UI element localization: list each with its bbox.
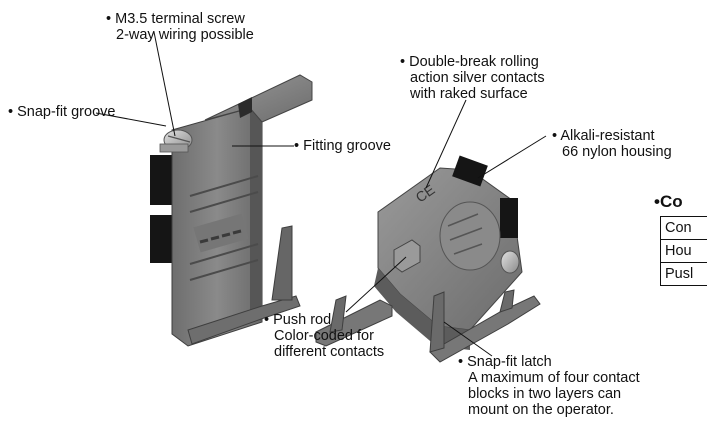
material-table: Con Hou Pusl xyxy=(660,216,707,286)
left-block-stamp xyxy=(193,213,249,253)
leader-lines xyxy=(95,31,547,357)
right-terminal-screw xyxy=(500,250,520,274)
terminal-black-right xyxy=(500,198,518,238)
leader-double-break xyxy=(425,99,467,189)
left-contact-block xyxy=(150,74,313,347)
left-block-foot xyxy=(187,295,301,345)
label-snap-fit-latch: • Snap-fit latch A maximum of four conta… xyxy=(458,354,640,418)
table-row: Pusl xyxy=(660,262,707,286)
leader-snap-fit-latch xyxy=(443,321,493,357)
left-block-top-notch xyxy=(238,97,252,118)
leader-push-rod xyxy=(345,256,407,313)
label-fitting-groove: • Fitting groove xyxy=(294,138,391,154)
label-double-break: • Double-break rolling action silver con… xyxy=(400,54,545,102)
table-title: •Co xyxy=(654,192,683,211)
leader-alkali xyxy=(477,135,547,179)
right-block-front xyxy=(374,268,470,350)
right-block-rail-left xyxy=(315,299,393,347)
table-cell: Con xyxy=(660,216,707,240)
left-block-side xyxy=(250,108,262,322)
table-row: Hou xyxy=(660,239,707,263)
label-push-rod: • Push rod Color-coded for different con… xyxy=(264,312,385,360)
terminal-black-top xyxy=(452,155,488,187)
left-block-top-rail xyxy=(204,74,313,123)
leader-terminal-screw xyxy=(153,31,176,137)
leader-snap-fit-groove xyxy=(95,112,167,127)
table-cell: Hou xyxy=(660,239,707,263)
table-row: Con xyxy=(660,216,707,240)
label-snap-fit-groove: • Snap-fit groove xyxy=(8,104,116,120)
label-alkali: • Alkali-resistant 66 nylon housing xyxy=(552,128,672,160)
housing-boss xyxy=(439,201,501,271)
label-terminal-screw: • M3.5 terminal screw 2-way wiring possi… xyxy=(106,11,254,43)
table-cell: Pusl xyxy=(660,262,707,286)
push-rod xyxy=(393,239,421,273)
right-contact-block: CE xyxy=(315,155,541,363)
